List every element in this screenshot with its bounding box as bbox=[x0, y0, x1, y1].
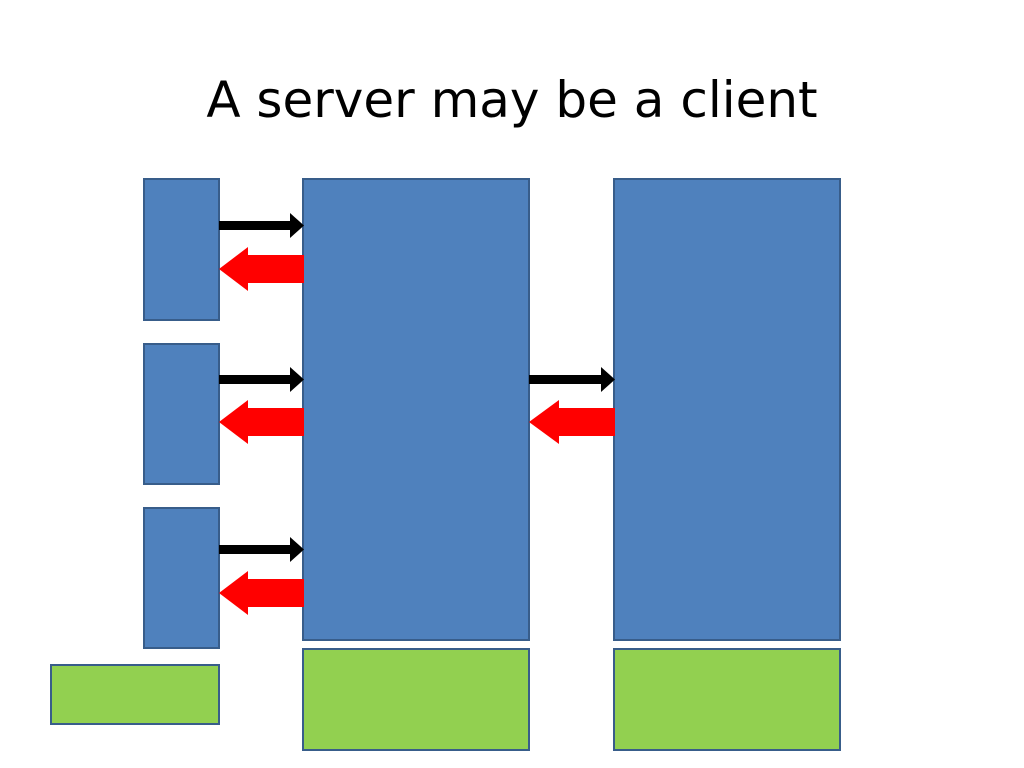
client-box-1 bbox=[143, 178, 220, 321]
back-end-server-box bbox=[613, 178, 841, 641]
response-arrow-2 bbox=[219, 400, 304, 444]
slide-title: A server may be a client bbox=[206, 71, 818, 129]
middle-server-green-block bbox=[302, 648, 530, 751]
request-arrow-1 bbox=[219, 213, 304, 238]
back-end-green-block bbox=[613, 648, 841, 751]
client-green-block bbox=[50, 664, 220, 725]
request-arrow-2 bbox=[219, 367, 304, 392]
client-box-2 bbox=[143, 343, 220, 485]
request-arrow-3 bbox=[219, 537, 304, 562]
middle-server-box bbox=[302, 178, 530, 641]
response-arrow-back-end-to-middle bbox=[529, 400, 615, 444]
request-arrow-middle-to-back-end bbox=[529, 367, 615, 392]
response-arrow-1 bbox=[219, 247, 304, 291]
client-box-3 bbox=[143, 507, 220, 649]
response-arrow-3 bbox=[219, 571, 304, 615]
